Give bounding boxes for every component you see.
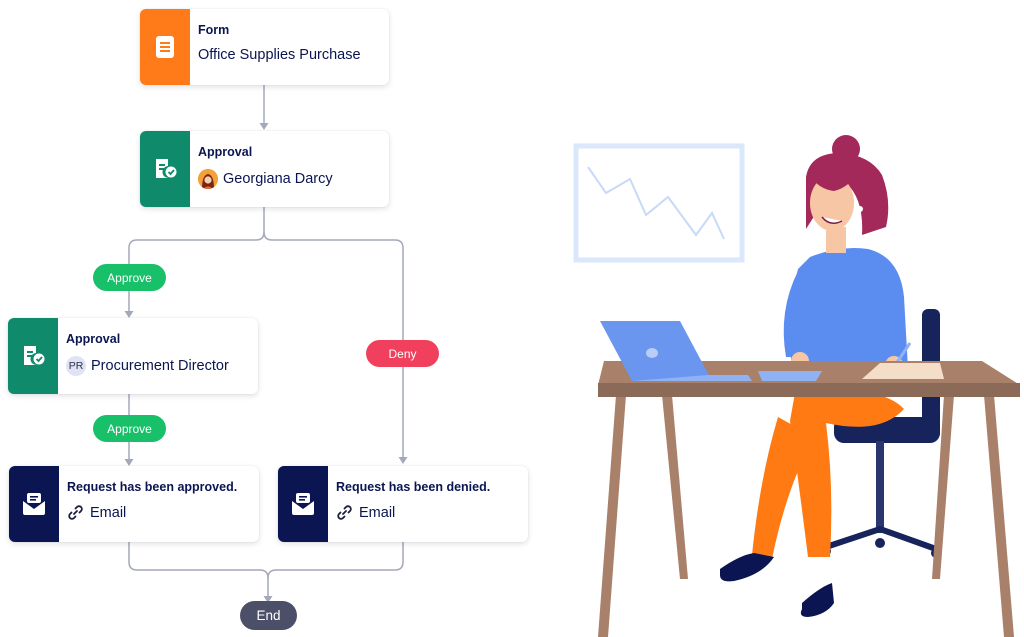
email-approved-channel: Email xyxy=(90,504,127,521)
form-node-tile xyxy=(140,9,190,85)
approval-icon xyxy=(20,343,46,369)
approval-node-assignee-2: Procurement Director xyxy=(91,358,229,374)
link-icon xyxy=(336,504,353,521)
email-approved-kicker: Request has been approved. xyxy=(67,480,238,494)
person-torso-graphic xyxy=(783,248,912,374)
desk-legs-graphic xyxy=(598,395,1014,637)
approval-node-kicker-1: Approval xyxy=(198,145,253,159)
approval-node-kicker-2: Approval xyxy=(66,332,121,346)
mail-icon xyxy=(290,492,316,516)
approve-branch-label-2: Approve xyxy=(93,415,166,442)
approval-node-assignee-1: Georgiana Darcy xyxy=(223,171,333,187)
laptop-graphic xyxy=(600,321,944,381)
form-node-card[interactable]: Form Office Supplies Purchase xyxy=(140,9,389,85)
form-node-title: Office Supplies Purchase xyxy=(198,47,361,63)
assignee-avatar-initials: PR xyxy=(66,356,86,376)
email-denied-channel: Email xyxy=(359,504,396,521)
approval-node-tile-1 xyxy=(140,131,190,207)
email-denied-kicker: Request has been denied. xyxy=(336,480,491,494)
email-denied-card[interactable]: Request has been denied. Email xyxy=(278,466,528,542)
email-approved-card[interactable]: Request has been approved. Email xyxy=(9,466,259,542)
office-worker-illustration xyxy=(573,135,1020,637)
approval-icon xyxy=(152,156,178,182)
mail-icon xyxy=(21,492,47,516)
wall-chart-graphic xyxy=(573,143,745,263)
deny-branch-label: Deny xyxy=(366,340,439,367)
email-approved-tile xyxy=(9,466,59,542)
email-denied-tile xyxy=(278,466,328,542)
approval-node-card-1[interactable]: Approval Georgiana Darcy xyxy=(140,131,389,207)
person-head-graphic xyxy=(806,135,889,253)
form-icon xyxy=(155,35,175,59)
approve-branch-label-1: Approve xyxy=(93,264,166,291)
approval-node-tile-2 xyxy=(8,318,58,394)
end-node[interactable]: End xyxy=(240,601,297,630)
link-icon xyxy=(67,504,84,521)
assignee-avatar xyxy=(198,169,218,189)
person-legs-graphic xyxy=(720,386,904,617)
form-node-kicker: Form xyxy=(198,23,230,37)
approval-node-card-2[interactable]: Approval PR Procurement Director xyxy=(8,318,258,394)
